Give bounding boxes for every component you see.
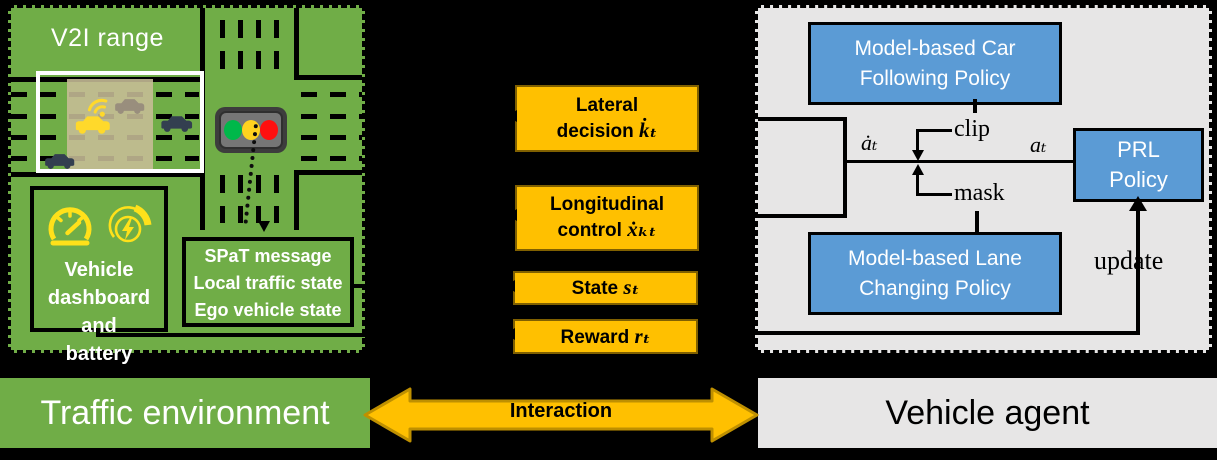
traffic-environment-panel: V2I range [8, 5, 365, 365]
splitter-line [758, 214, 846, 218]
lane-marking [238, 175, 243, 223]
longitudinal-line2: control ẋₖₜ [557, 217, 657, 241]
traffic-environment-text: Traffic environment [40, 393, 330, 432]
state-box: State sₜ [513, 271, 698, 305]
lateral-math: k̇ₜ [639, 117, 658, 142]
arrowhead-left [505, 328, 515, 340]
arrowhead-left [505, 280, 515, 292]
road-edge [11, 172, 203, 177]
lane-marking [301, 156, 362, 161]
car-icon [115, 99, 145, 114]
lateral-decision-box: Lateral decision k̇ₜ [515, 85, 699, 152]
clip-bracket [916, 129, 952, 132]
interaction-arrow [363, 387, 759, 443]
action-out-label: aₜ [1030, 132, 1047, 157]
splitter-line [758, 117, 846, 121]
traffic-light-icon [215, 107, 287, 153]
road-edge [294, 170, 362, 175]
update-line [758, 331, 1140, 335]
spat-label-line1: SPaT message [204, 246, 332, 266]
arrowhead-left [507, 209, 517, 221]
action-line [845, 160, 1073, 163]
dashboard-icons [34, 202, 164, 250]
dashboard-box: Vehicle dashboard and battery [30, 186, 168, 365]
lane-marking [274, 175, 279, 223]
vehicle-agent-panel: Model-based Car Following Policy Model-b… [755, 5, 1212, 353]
lane-marking [274, 20, 279, 72]
lane-marking [256, 20, 261, 72]
road-edge [294, 8, 299, 75]
arrowhead-up [911, 164, 924, 175]
ego-vehicle-icon [75, 116, 110, 134]
reward-math: rₜ [634, 323, 651, 348]
car-icon [161, 116, 193, 132]
green-light [224, 120, 242, 140]
mask-label: mask [954, 180, 1005, 206]
battery-charge-icon [108, 204, 152, 243]
longitudinal-math: ẋₖₜ [627, 217, 657, 241]
traffic-environment-title: Traffic environment [0, 378, 370, 448]
lane-marking [301, 135, 362, 140]
dashboard-label-line1: Vehicle [64, 259, 134, 281]
speedometer-icon [48, 207, 92, 246]
prl-policy-box: PRL Policy [1073, 128, 1204, 202]
lane-marking [220, 20, 225, 72]
spat-label-line2: Local traffic state [193, 273, 343, 293]
lane-changing-line1: Model-based Lane [848, 246, 1022, 270]
reward-connector-line [96, 333, 513, 337]
lane-marking [220, 175, 225, 223]
v2i-range-label: V2I range [51, 24, 164, 52]
prl-line2: Policy [1109, 167, 1168, 192]
car-following-line1: Model-based Car [854, 36, 1016, 60]
dashboard-label-line3: battery [65, 343, 133, 365]
car-following-policy-box: Model-based Car Following Policy [808, 22, 1062, 105]
mask-bracket [916, 193, 952, 196]
interaction-label: Interaction [509, 400, 613, 422]
lane-marking [256, 175, 261, 223]
longitudinal-control-box: Longitudinal control ẋₖₜ [515, 185, 699, 251]
vehicle-agent-text: Vehicle agent [885, 393, 1090, 432]
state-connector-line [350, 284, 513, 288]
action-in-label: ȧₜ [861, 130, 878, 155]
lane-marking [301, 114, 362, 119]
red-light [260, 120, 278, 140]
arrowhead-up [1129, 196, 1147, 211]
v2i-range-rectangle [36, 71, 204, 173]
wifi-icon [87, 98, 108, 117]
spat-label-line3: Ego vehicle state [194, 300, 342, 320]
state-math: sₜ [623, 275, 640, 299]
lateral-line1: Lateral [575, 94, 639, 116]
reward-label: Reward rₜ [560, 323, 651, 348]
prl-line1: PRL [1117, 137, 1160, 162]
lane-marking [301, 92, 362, 97]
arrowhead-down [258, 221, 270, 232]
splitter-line [843, 117, 847, 218]
update-line [1136, 204, 1140, 334]
state-label: State sₜ [571, 275, 640, 299]
lane-changing-line2: Changing Policy [859, 276, 1011, 300]
car-icon [45, 154, 75, 169]
lane-changing-policy-box: Model-based Lane Changing Policy [808, 232, 1062, 315]
clip-label: clip [954, 116, 990, 142]
spat-box: SPaT message Local traffic state Ego veh… [182, 237, 354, 327]
yellow-light [242, 120, 260, 140]
update-label: update [1094, 246, 1164, 275]
longitudinal-line1: Longitudinal [550, 194, 664, 215]
traffic-light-panel [219, 111, 283, 149]
car-following-line2: Following Policy [859, 66, 1011, 90]
arrowhead-down [911, 150, 924, 161]
lane-marking [238, 20, 243, 72]
mask-connector [975, 211, 979, 232]
dashboard-label-line2: dashboard and [47, 287, 151, 337]
lateral-line2: decision k̇ₜ [556, 117, 658, 142]
arrowhead-left [507, 110, 517, 122]
road-edge [294, 170, 299, 230]
clip-connector [973, 99, 977, 113]
reward-box: Reward rₜ [513, 319, 698, 354]
road-edge [294, 75, 362, 80]
clip-bracket [916, 129, 919, 153]
mask-bracket [916, 172, 919, 196]
reward-connector-line [96, 328, 100, 336]
vehicle-agent-title: Vehicle agent [758, 378, 1217, 448]
